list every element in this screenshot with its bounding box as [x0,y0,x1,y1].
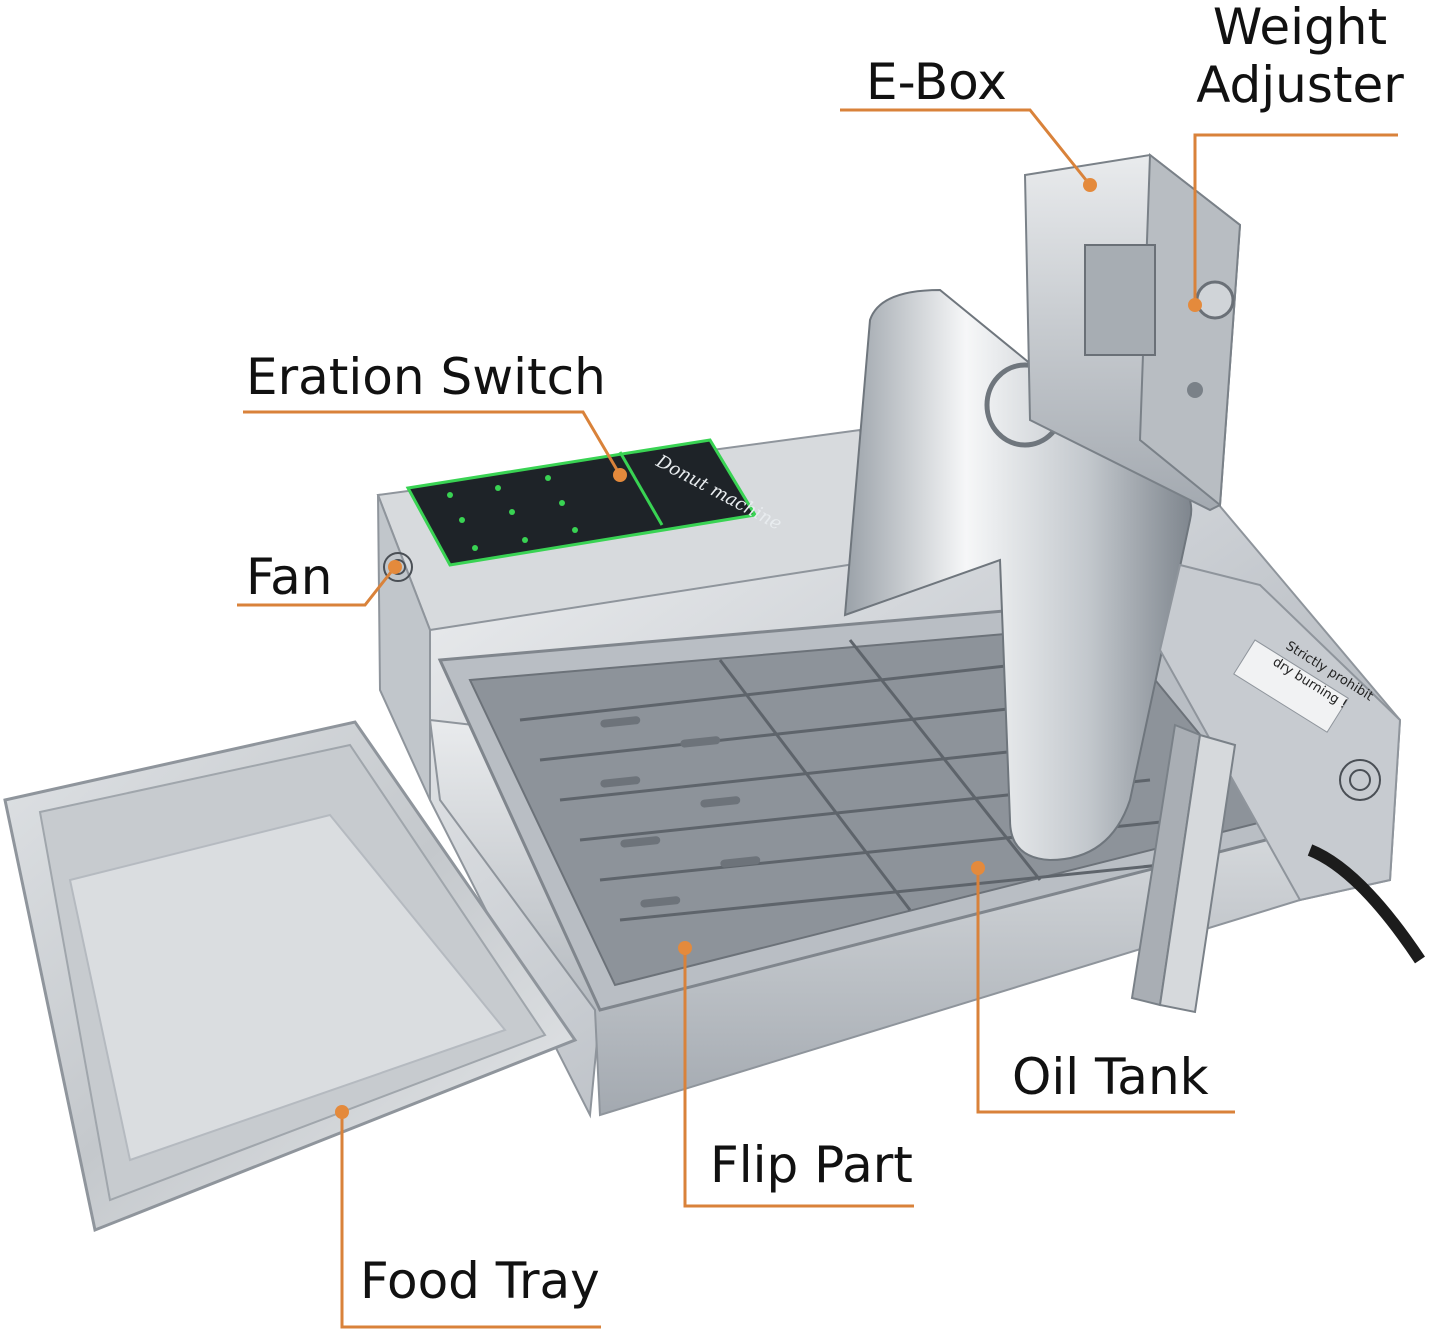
support-bar [1130,723,1237,1014]
label-food-tray: Food Tray [360,1252,600,1310]
label-weight-adjuster-line2: Adjuster [1196,56,1404,114]
callout-leaders [237,108,1398,1329]
leader-e-box [840,108,1092,186]
dot-flip-part [678,941,692,955]
dot-eration-switch [613,468,627,482]
label-oil-tank: Oil Tank [1012,1048,1209,1106]
food-tray [3,720,578,1233]
leader-food-tray [340,1112,601,1329]
leader-flip-part [683,948,914,1208]
label-e-box: E-Box [866,53,1007,111]
dot-food-tray [335,1105,349,1119]
leader-eration-switch [243,410,622,476]
dot-fan [388,560,402,574]
e-box [1023,153,1242,512]
dot-oil-tank [971,861,985,875]
label-eration-switch: Eration Switch [246,348,606,406]
label-weight-adjuster: Weight Adjuster [1195,0,1405,114]
label-fan: Fan [246,548,333,606]
callout-dots [335,178,1202,1119]
leader-oil-tank [976,868,1235,1114]
leader-fan [237,566,397,607]
leader-weight-adjuster [1193,133,1398,305]
indicator-lights [447,475,578,551]
flip-part-slots [600,716,761,908]
motor-housing [1158,563,1425,964]
dot-e-box [1083,178,1097,192]
dot-weight-adjuster [1188,298,1202,312]
label-weight-adjuster-line1: Weight [1212,0,1388,56]
label-flip-part: Flip Part [710,1136,913,1194]
